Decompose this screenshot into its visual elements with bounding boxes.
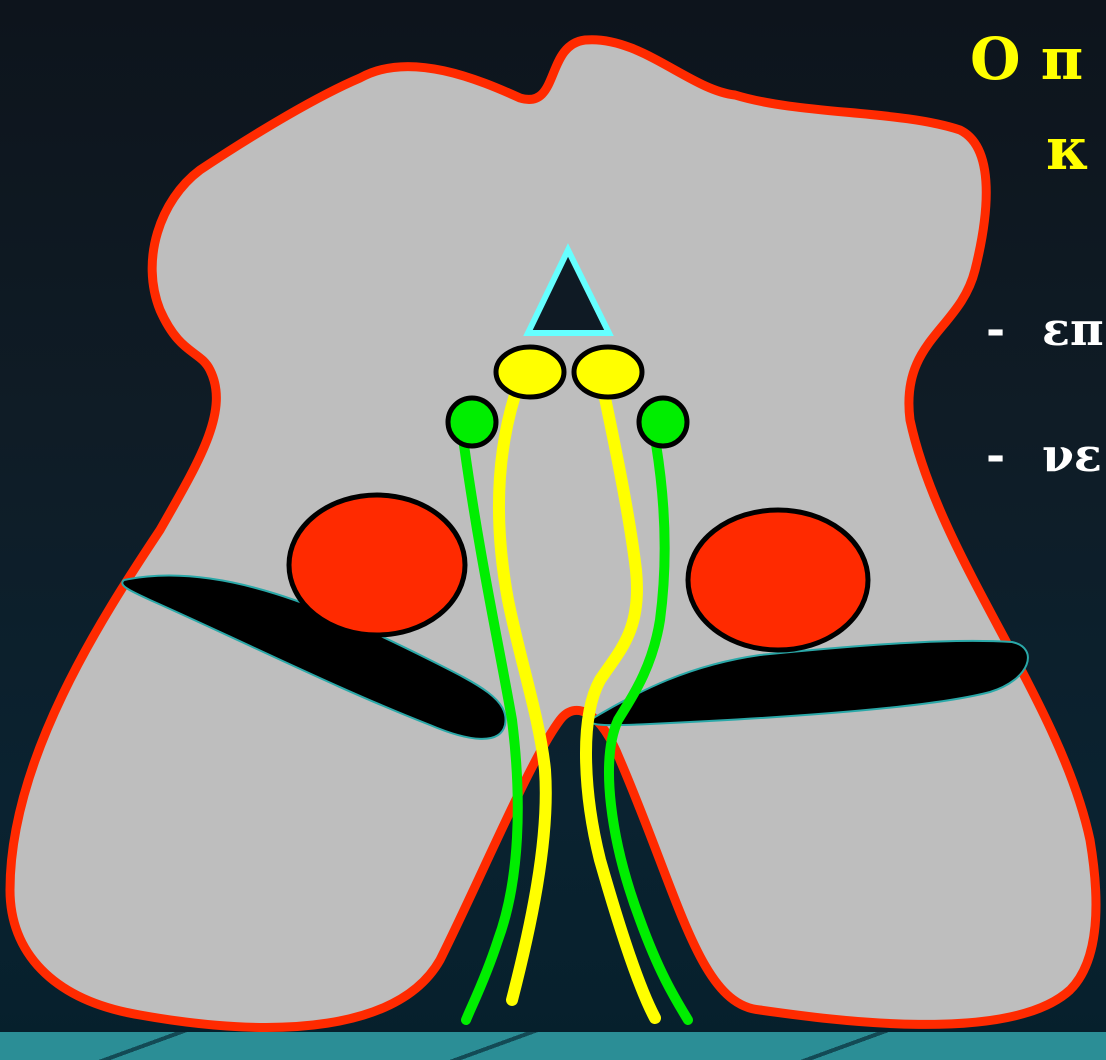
bottom-stripe-bar	[0, 1032, 1106, 1060]
bullet-dash-1: -	[986, 306, 1042, 352]
bullet-item-2: -νε	[986, 432, 1102, 478]
bullet-text-2: νε	[1042, 428, 1102, 482]
tissue-outline	[10, 40, 1096, 1028]
bullet-item-1: -επ	[986, 306, 1104, 352]
left-nucleus	[289, 495, 465, 635]
bullet-text-1: επ	[1042, 302, 1104, 356]
right-nucleus	[688, 510, 868, 650]
title-line-2-text: κ	[1046, 115, 1089, 183]
right-green-cell	[639, 398, 687, 446]
right-yellow-cell	[574, 347, 642, 397]
title-line-1-text: Ο π	[970, 25, 1083, 93]
left-yellow-cell	[496, 347, 564, 397]
left-green-cell	[448, 398, 496, 446]
title-line-1: Ο π	[970, 30, 1083, 88]
bullet-dash-2: -	[986, 432, 1042, 478]
title-line-2: κ	[1046, 120, 1089, 178]
